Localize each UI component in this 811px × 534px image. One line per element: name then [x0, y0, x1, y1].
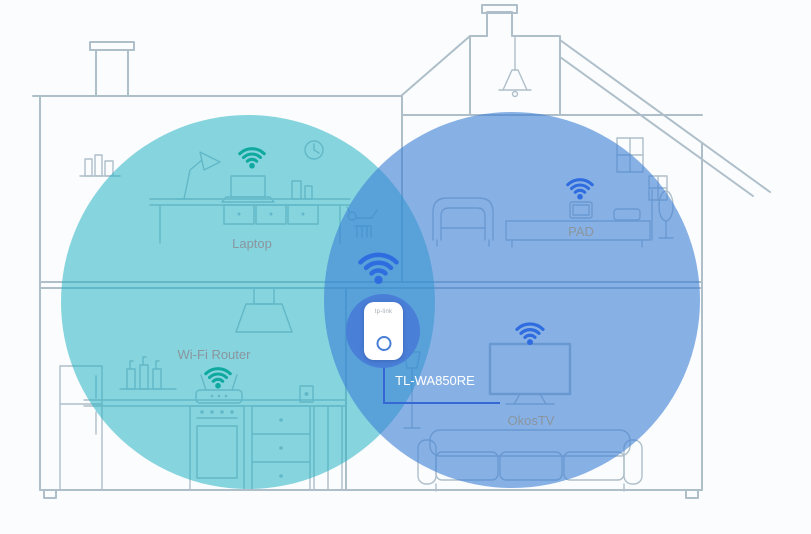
tv-wifi-icon [513, 319, 547, 346]
extender-device: tp-link [364, 302, 403, 360]
router-wifi-icon [202, 364, 234, 389]
router-label: Wi-Fi Router [177, 347, 251, 362]
laptop-wifi-icon [236, 144, 268, 169]
extender-label: TL-WA850RE [395, 373, 475, 388]
laptop-label: Laptop [232, 236, 272, 251]
pad-label: PAD [568, 224, 594, 239]
tv-label: OkosTV [507, 413, 555, 428]
extender-wps-button-icon [376, 336, 391, 351]
pad-wifi-icon [564, 175, 596, 200]
tp-link-logo: tp-link [374, 309, 393, 315]
extender-wifi-icon [355, 248, 402, 285]
